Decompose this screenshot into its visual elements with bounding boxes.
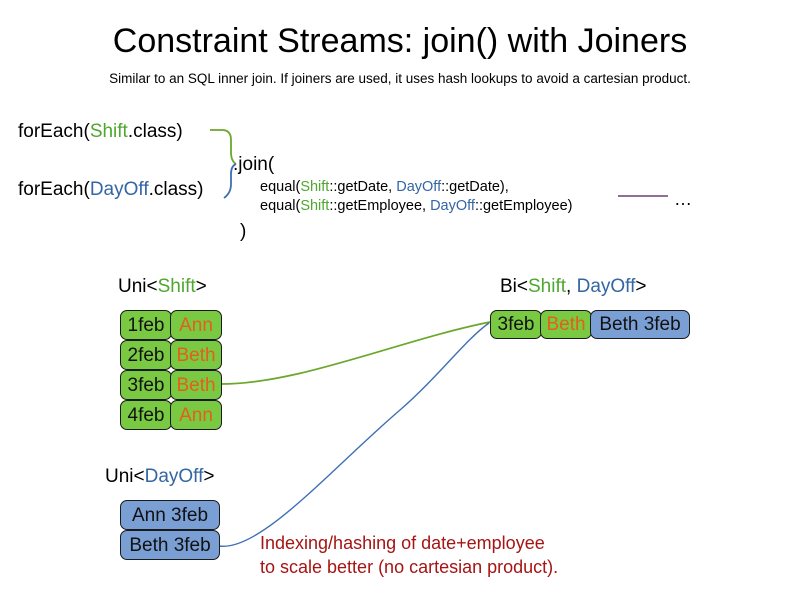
dayoff-row: Ann 3feb [120,500,220,530]
code-text: ::getEmployee, [329,198,431,214]
shift-row-date: 1feb [120,310,172,340]
type-shift: Shift [157,276,196,297]
label-text: > [203,466,215,487]
code-text: equal( [260,198,301,214]
cell-value: Beth [176,374,216,396]
label-uni-dayoff: Uni<DayOff> [105,465,215,489]
code-text: forEach( [18,121,90,142]
cell-value: 3feb [497,314,535,335]
cell-value: 3feb [127,374,165,396]
code-text: ::getEmployee) [474,198,573,214]
code-text: ::getDate), [441,179,509,195]
code-text: .class) [127,121,183,142]
shift-row-employee: Beth [170,370,222,400]
wire-shift-row-to-bi [220,321,491,385]
label-text: Uni< [105,466,145,487]
cell-value: 1feb [127,314,165,336]
cell-value: Beth 3feb [599,314,681,335]
cell-value: 4feb [127,404,165,426]
type-dayoff: DayOff [89,179,149,200]
shift-row-employee: Ann [170,400,222,430]
code-joiner-equal-employee: equal(Shift::getEmployee, DayOff::getEmp… [260,198,572,215]
label-text: > [635,276,647,297]
code-foreach-shift: forEach(Shift.class) [18,120,183,144]
label-bi-stream: Bi<Shift, DayOff> [500,275,646,299]
label-text: Uni< [118,276,158,297]
label-uni-shift: Uni<Shift> [118,275,207,299]
cell-value: Beth 3feb [129,534,211,556]
bi-tuple-employee: Beth [540,310,592,339]
cell-value: 2feb [127,344,165,366]
code-join-close: ) [240,221,247,242]
page-subtitle: Similar to an SQL inner join. If joiners… [109,71,691,86]
type-shift: Shift [89,121,128,142]
type-dayoff: DayOff [144,466,204,487]
wire-dayoff-row-to-bi [218,322,490,547]
type-shift: Shift [528,276,567,297]
label-text: , [566,276,577,297]
label-text: Bi< [500,276,528,297]
code-joiner-equal-date: equal(Shift::getDate, DayOff::getDate), [260,179,509,196]
shift-row-employee: Ann [170,310,222,340]
type-shift: Shift [300,179,330,195]
cell-value: Ann [179,404,213,426]
cell-value: Beth [176,344,216,366]
bi-tuple-dayoff: Beth 3feb [590,310,690,339]
code-text: forEach( [18,179,90,200]
code-text: equal( [260,179,301,195]
shift-row-employee: Beth [170,340,222,370]
cell-value: Beth [546,314,586,335]
type-dayoff: DayOff [396,179,442,195]
code-text: ::getDate, [329,179,397,195]
type-dayoff: DayOff [576,276,636,297]
shift-row-date: 3feb [120,370,172,400]
shift-row-date: 4feb [120,400,172,430]
caption-note: Indexing/hashing of date+employee to sca… [260,533,559,577]
bi-tuple-date: 3feb [490,310,542,339]
cell-value: Ann 3feb [131,504,209,526]
type-dayoff: DayOff [430,198,475,214]
shift-row-date: 2feb [120,340,172,370]
page-title: Constraint Streams: join() with Joiners [112,22,688,60]
code-ellipsis: … [674,189,692,209]
code-text: .class) [148,179,204,200]
type-shift: Shift [300,198,330,214]
code-foreach-dayoff: forEach(DayOff.class) [18,178,204,202]
dayoff-row: Beth 3feb [120,530,220,560]
cell-value: Ann [179,314,213,336]
label-text: > [195,276,207,297]
code-join-open: .join( [233,154,275,175]
